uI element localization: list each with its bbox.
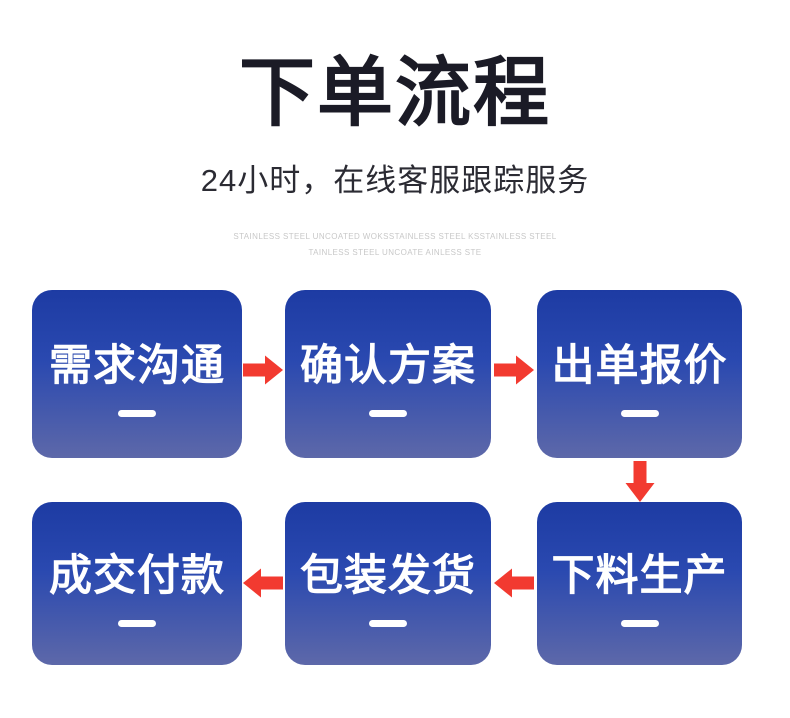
underline-dash — [369, 619, 407, 627]
step-label: 确认方案 — [300, 342, 476, 390]
arrow-right-icon — [243, 355, 283, 385]
page-subtitle: 24小时，在线客服跟踪服务 — [200, 163, 590, 198]
step-label: 需求沟通 — [49, 342, 225, 390]
watermark-line-2: TAINLESS STEEL UNCOATE AINLESS STE — [308, 248, 482, 257]
step-material-production: 下料生产 — [537, 502, 742, 665]
arrow-left-icon — [494, 568, 534, 598]
underline-dash — [369, 410, 407, 417]
step-label: 出单报价 — [551, 342, 728, 390]
arrow-right-icon — [494, 355, 534, 385]
step-requirement-communication: 需求沟通 — [32, 290, 242, 458]
step-issue-quote: 出单报价 — [537, 290, 742, 458]
underline-dash — [118, 410, 156, 417]
step-packaging-shipping: 包装发货 — [285, 502, 491, 665]
underline-dash — [620, 410, 659, 417]
step-label: 包装发货 — [300, 551, 476, 600]
step-deal-payment: 成交付款 — [32, 502, 242, 665]
arrow-down-icon — [625, 461, 655, 502]
underline-dash — [118, 619, 156, 627]
underline-dash — [620, 619, 659, 627]
step-confirm-plan: 确认方案 — [285, 290, 491, 458]
step-label: 下料生产 — [551, 551, 728, 600]
arrow-left-icon — [243, 568, 283, 598]
watermark-line-1: STAINLESS STEEL UNCOATED WOKSSTAINLESS S… — [233, 232, 557, 241]
step-label: 成交付款 — [49, 551, 225, 600]
page-title: 下单流程 — [239, 51, 551, 136]
